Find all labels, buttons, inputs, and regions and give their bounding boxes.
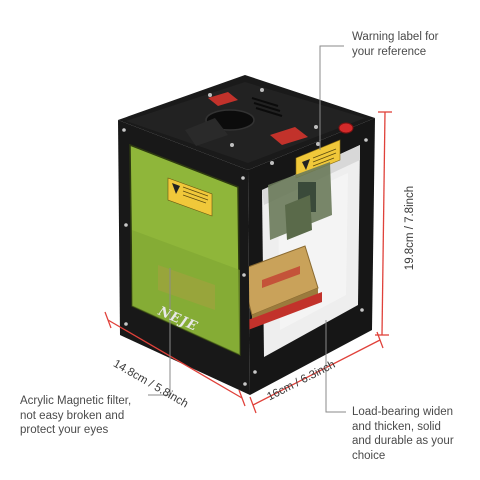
power-button-icon [338, 122, 354, 134]
callout-leaders [148, 45, 346, 413]
height-dimension-label: 19.8cm / 7.8inch [404, 185, 416, 271]
dimension-lines [104, 111, 392, 414]
warning-label [295, 139, 341, 179]
warning-label-callout: Warning label for your reference [352, 31, 439, 58]
frame-callout: Load-bearing widen and thicken, solid an… [352, 406, 454, 462]
filter-callout: Acrylic Magnetic filter, not easy broken… [20, 395, 132, 436]
